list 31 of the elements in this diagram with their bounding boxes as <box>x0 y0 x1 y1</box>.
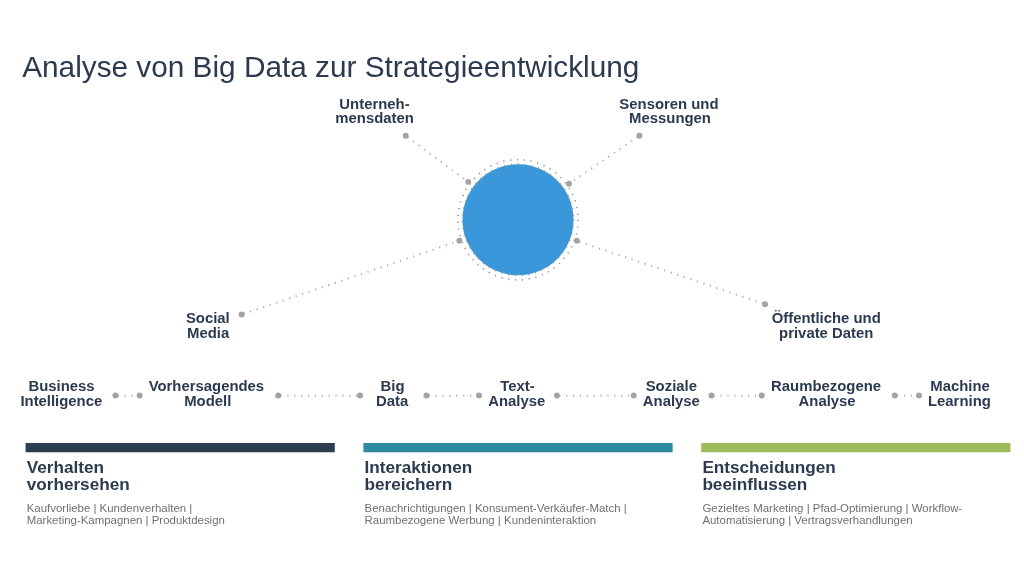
connector <box>402 132 472 185</box>
connector <box>566 132 643 187</box>
connector <box>553 392 637 399</box>
connector <box>891 392 922 399</box>
node-label: Kaufvorliebe | Kundenverhalten | Marketing-Kampagnen | Produktdesign <box>26 501 225 526</box>
node-text: Sensoren und Messungen <box>619 95 719 126</box>
diagram-title: Analyse von Big Data zur Strategieentwicklung <box>22 49 640 83</box>
node-box <box>25 442 335 452</box>
node-text: Unterneh- mensdaten <box>335 95 414 126</box>
node-box <box>363 442 673 452</box>
node-text: Raumbezogene Analyse <box>771 377 882 409</box>
node-box <box>701 442 1011 452</box>
node-text: Big Data <box>376 377 409 409</box>
node-label: Entscheidungen beeinflussen <box>702 456 836 494</box>
connector <box>573 237 769 307</box>
node-text: Machine Learning <box>927 377 991 409</box>
connector <box>112 392 143 399</box>
node-text: Öffentliche und private Daten <box>771 309 881 341</box>
node-label: Gezieltes Marketing | Pfad-Optimierung | Workflow- Automatisierung | Vertragsverhandlungen <box>702 501 963 526</box>
node-text: Business Intelligence <box>20 377 103 409</box>
connector <box>238 237 463 318</box>
connector <box>708 392 765 399</box>
node-text: Vorhersagendes Modell <box>148 377 265 409</box>
node-label: Benachrichtigungen | Konsument-Verkäufer-Match | Raumbezogene Werbung | Kundeninteraktion <box>364 501 627 526</box>
node-label: Verhalten vorhersehen <box>26 456 130 494</box>
connector <box>275 392 363 399</box>
node-text: Social Media <box>185 309 230 341</box>
connector <box>423 392 482 399</box>
node-text: Soziale Analyse <box>642 377 700 409</box>
node-label: Interaktionen bereichern <box>364 456 473 494</box>
node-text: Text- Analyse <box>488 377 546 409</box>
